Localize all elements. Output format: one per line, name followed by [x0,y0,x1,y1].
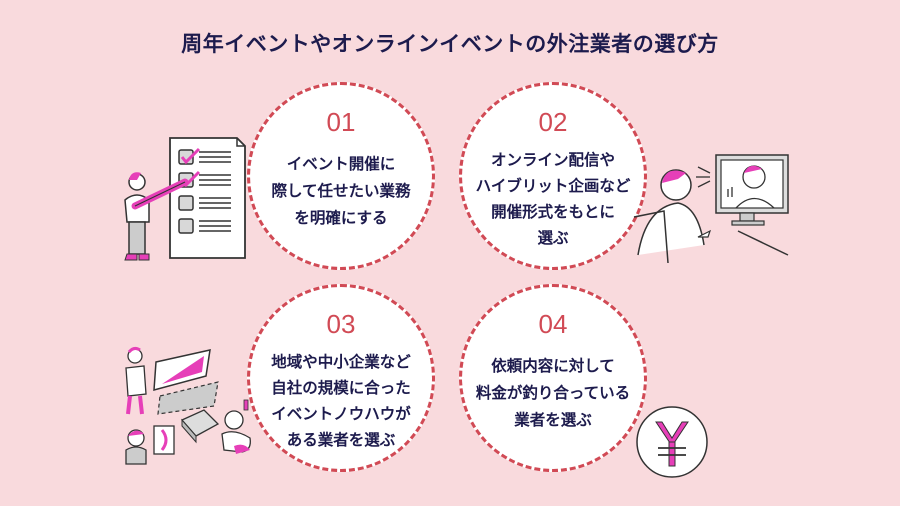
page-title: 周年イベントやオンラインイベントの外注業者の選び方 [181,32,719,56]
step-description: イベント開催に 際して任せたい業務 を明確にする [271,155,411,227]
step-card-01: 01 イベント開催に 際して任せたい業務 を明確にする [247,82,435,270]
step-number: 02 [524,107,586,139]
step-number: 03 [312,309,374,341]
video-call-icon [633,154,789,264]
step-description: 地域や中小企業など 自社の規模に合った イベントノウハウが ある業者を選ぶ [271,353,411,449]
step-number: 04 [524,309,586,341]
checklist-person-icon [124,137,246,261]
step-description: 依頼内容に対して 料金が釣り合っている 業者を選ぶ [475,357,631,429]
step-card-02: 02 オンライン配信や ハイブリット企画など 開催形式をもとに 選ぶ [459,82,647,270]
team-building-icon [125,346,251,465]
yen-coin-icon [636,406,708,478]
step-card-03: 03 地域や中小企業など 自社の規模に合った イベントノウハウが ある業者を選ぶ [247,284,435,472]
step-description: オンライン配信や ハイブリット企画など 開催形式をもとに 選ぶ [475,151,631,247]
step-number: 01 [312,107,374,139]
step-card-04: 04 依頼内容に対して 料金が釣り合っている 業者を選ぶ [459,284,647,472]
